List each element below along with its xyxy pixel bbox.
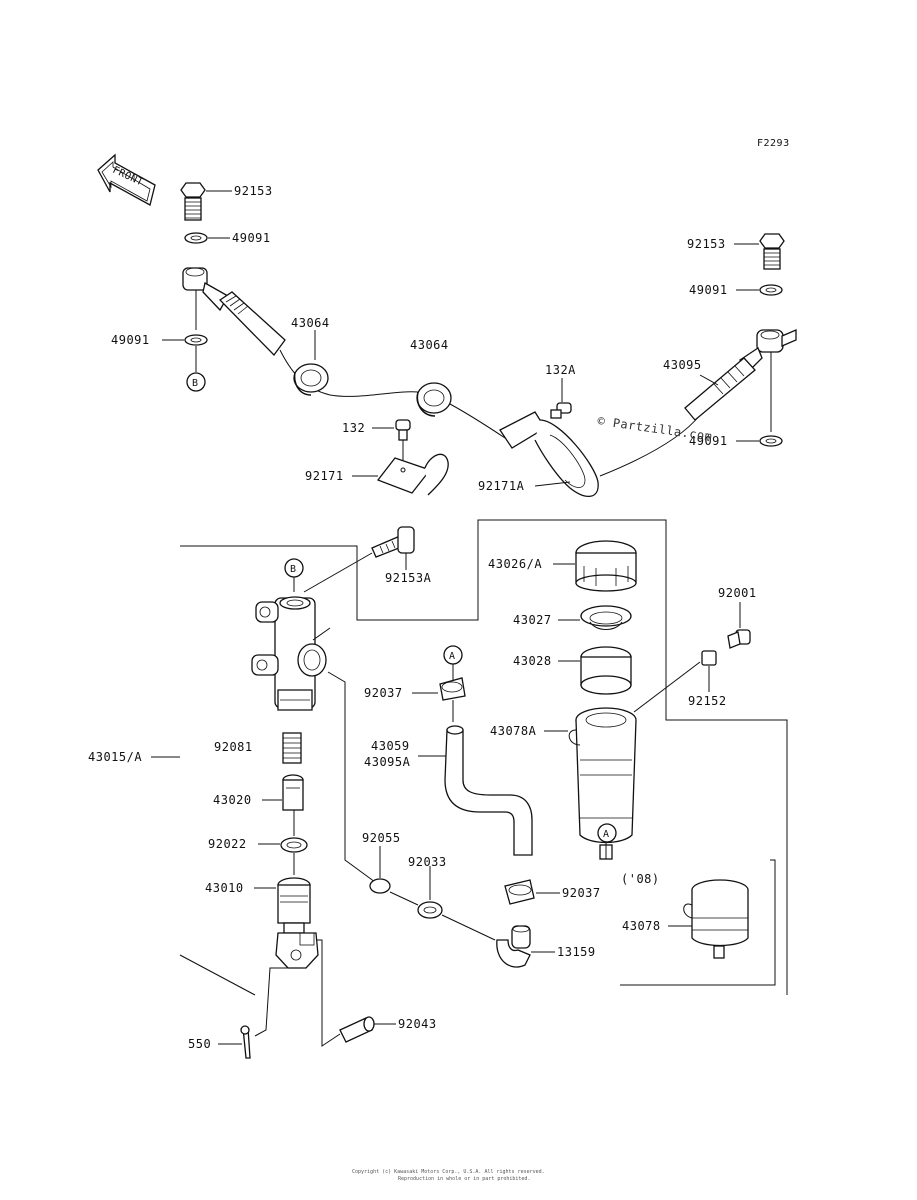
reservoir-hose [444, 729, 533, 856]
clamp-92037-upper [439, 677, 466, 701]
piston-43020 [282, 774, 304, 811]
label-49091-upper-left: 49091 [232, 231, 271, 245]
o-ring-92055 [369, 878, 391, 894]
label-92171a: 92171A [478, 479, 525, 493]
footer-line2: Reproduction in whole or in part prohibi… [398, 1176, 530, 1182]
label-92001: 92001 [718, 586, 757, 600]
marker-b-upper [186, 372, 206, 392]
label-92152: 92152 [688, 694, 727, 708]
washer-49091-upper-right [759, 284, 783, 296]
bolt-92153-right [759, 233, 785, 270]
label-550: 550 [188, 1037, 211, 1051]
label-92022: 92022 [208, 837, 247, 851]
label-43078a: 43078A [490, 724, 537, 738]
plate-43027 [580, 605, 632, 630]
label-43095: 43095 [663, 358, 702, 372]
year-note: ('08) [621, 872, 660, 886]
label-92153a: 92153A [385, 571, 432, 585]
elbow-fitting-13159 [496, 925, 531, 968]
clamp-92037-lower [504, 879, 535, 905]
pin-92043 [339, 1016, 375, 1043]
label-43026: 43026/A [488, 557, 542, 571]
collar-92152 [701, 650, 717, 666]
reservoir-43078 [683, 879, 749, 959]
figure-code: F2293 [757, 138, 790, 149]
marker-a-lower-text: A [603, 829, 610, 840]
brake-hose-left [218, 291, 286, 357]
label-43064-second: 43064 [410, 338, 449, 352]
reservoir-cap-43026 [575, 540, 637, 592]
label-92037-lower: 92037 [562, 886, 601, 900]
label-132a: 132A [545, 363, 576, 377]
screw-132 [395, 419, 411, 441]
bracket-92171a [499, 411, 599, 497]
marker-b-upper-text: B [192, 378, 199, 389]
label-43010: 43010 [205, 881, 244, 895]
label-49091-upper-right: 49091 [689, 283, 728, 297]
washer-49091-upper-left [184, 232, 208, 244]
label-92153-right: 92153 [687, 237, 726, 251]
brake-hose-right [684, 357, 756, 421]
banjo-fitting-left [182, 267, 229, 312]
screw-92001 [727, 629, 751, 649]
washer-49091-lower-left [184, 334, 208, 346]
label-92043: 92043 [398, 1017, 437, 1031]
footer-line1: Copyright (c) Kawasaki Motors Corp., U.S… [352, 1169, 545, 1175]
cotter-pin-550 [240, 1025, 251, 1059]
bolt-92153-left [180, 182, 206, 221]
master-cylinder-body [251, 596, 327, 711]
label-49091-lower-right: 49091 [689, 434, 728, 448]
label-43028: 43028 [513, 654, 552, 668]
label-43015: 43015/A [88, 750, 142, 764]
marker-a-lower [597, 823, 617, 843]
label-13159: 13159 [557, 945, 596, 959]
label-43064-first: 43064 [291, 316, 330, 330]
marker-b-lower-text: B [290, 564, 297, 575]
reservoir-43078a [568, 707, 637, 860]
label-43059: 43059 [371, 739, 410, 753]
circlip-92033 [417, 901, 443, 919]
diaphragm-43028 [580, 646, 632, 695]
label-49091-lower-left: 49091 [111, 333, 150, 347]
label-92171: 92171 [305, 469, 344, 483]
ring-92022 [280, 837, 308, 853]
label-43027: 43027 [513, 613, 552, 627]
grommet-43064-second [416, 382, 452, 417]
label-43078: 43078 [622, 919, 661, 933]
bolt-92153a [371, 526, 415, 558]
marker-a-upper-text: A [449, 651, 456, 662]
label-43095a: 43095A [364, 755, 411, 769]
spring-92081 [282, 732, 302, 764]
screw-132a [550, 402, 572, 419]
label-92055: 92055 [362, 831, 401, 845]
label-132: 132 [342, 421, 365, 435]
bracket-92171 [376, 453, 449, 496]
label-92153-left: 92153 [234, 184, 273, 198]
pushrod-43010 [275, 877, 319, 969]
grommet-43064-first [293, 363, 329, 396]
front-arrow-icon: FRONT [97, 153, 156, 206]
label-92081: 92081 [214, 740, 253, 754]
label-92037-upper: 92037 [364, 686, 403, 700]
label-43020: 43020 [213, 793, 252, 807]
label-92033: 92033 [408, 855, 447, 869]
washer-49091-lower-right [759, 435, 783, 447]
